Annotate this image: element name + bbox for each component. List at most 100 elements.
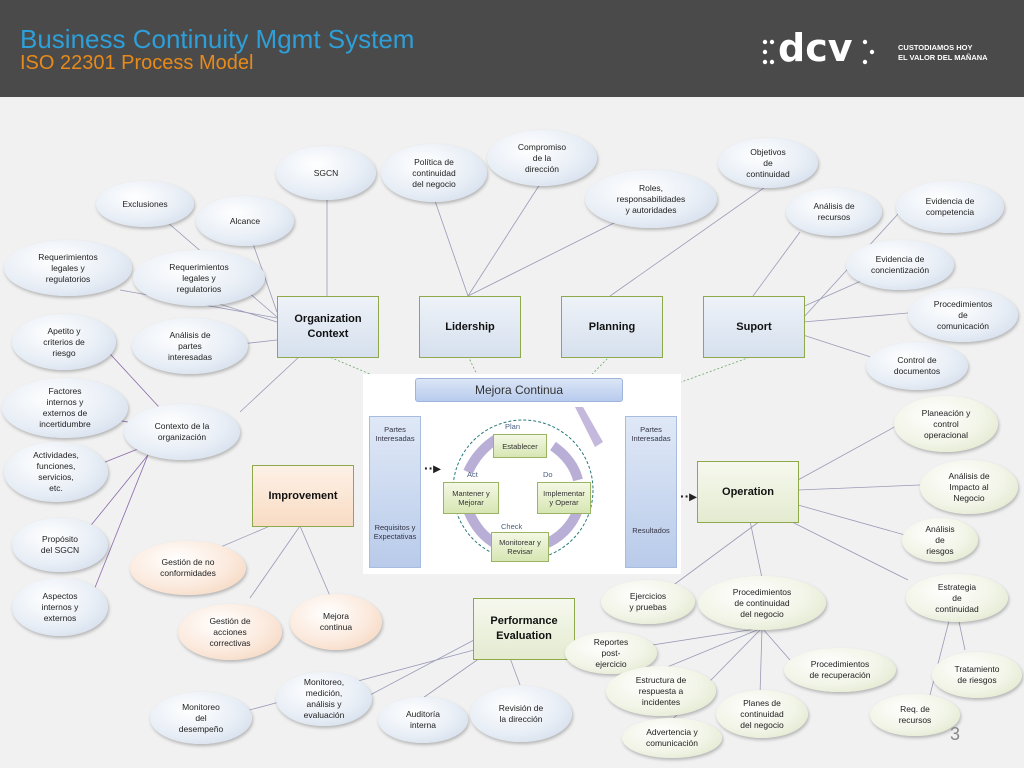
node-label: Exclusiones: [122, 198, 168, 209]
tagline-line-1: CUSTODIAMOS HOY: [898, 43, 973, 52]
act-label: Act: [467, 470, 478, 479]
header-bar: Business Continuity Mgmt System ISO 2230…: [0, 0, 1024, 97]
analisis-riesgos-node[interactable]: Análisis de riesgos: [902, 518, 978, 562]
node-label: Aspectos internos y externos: [41, 590, 79, 623]
alcance-node[interactable]: Alcance: [196, 196, 294, 246]
actividades-node[interactable]: Actividades, funciones, servicios, etc.: [4, 442, 108, 502]
node-label: Monitoreo del desempeño: [178, 701, 224, 734]
analisis-recursos-node[interactable]: Análisis de recursos: [786, 188, 882, 236]
suport-box[interactable]: Suport: [703, 296, 805, 358]
node-label: Planes de continuidad del negocio: [740, 697, 784, 730]
page-number: 3: [950, 724, 961, 744]
mejora-continua-node[interactable]: Mejora continua: [290, 594, 382, 650]
plan-label: Plan: [505, 422, 521, 431]
estructura-node[interactable]: Estructura de respuesta a incidentes: [606, 666, 716, 716]
apetito-node[interactable]: Apetito y criterios de riesgo: [12, 314, 116, 370]
dcv-logo-trailing-dots-icon: [862, 39, 875, 65]
node-label: Evidencia de competencia: [925, 196, 975, 217]
requerimientos-legales-1-node[interactable]: Requerimientos legales y regulatorios: [4, 240, 132, 296]
sgcn-node[interactable]: SGCN: [276, 146, 376, 200]
node-label: Análisis de Impacto al Negocio: [948, 470, 990, 503]
logo-tagline: CUSTODIAMOS HOY EL VALOR DEL MAÑANA: [898, 43, 988, 63]
proposito-node[interactable]: Propósito del SGCN: [12, 518, 108, 572]
node-label: Planeación y control operacional: [921, 407, 971, 440]
node-label: Auditoría interna: [405, 709, 441, 730]
evidencia-competencia-node[interactable]: Evidencia de competencia: [896, 181, 1004, 233]
control-documentos-node[interactable]: Control de documentos: [866, 342, 968, 390]
node-label: SGCN: [313, 167, 339, 178]
ejercicios-node[interactable]: Ejercicios y pruebas: [601, 580, 695, 624]
node-label: Reportes post- ejercicio: [593, 636, 629, 669]
dcv-logo: dcv: [778, 26, 853, 70]
req-recursos-node[interactable]: Req. de recursos: [870, 694, 960, 736]
roles-node[interactable]: Roles, responsabilidades y autoridades: [585, 170, 717, 228]
node-label: Apetito y criterios de riesgo: [43, 325, 85, 358]
node-label: Evidencia de concientización: [870, 254, 930, 275]
gestion-no-conformidades-node[interactable]: Gestión de no conformidades: [130, 541, 246, 595]
node-label: Gestión de no conformidades: [160, 557, 216, 578]
establecer-box: Establecer: [493, 434, 547, 458]
auditoria-node[interactable]: Auditoría interna: [378, 697, 468, 743]
node-label: Estrategia de continuidad: [935, 581, 979, 614]
tratamiento-node[interactable]: Tratamiento de riesgos: [932, 652, 1022, 698]
right-arrow-icon: ··▸: [680, 488, 697, 504]
planeacion-node[interactable]: Planeación y control operacional: [894, 396, 998, 452]
node-label: Req. de recursos: [898, 704, 932, 725]
right-panel-top-label: Partes Interesadas: [631, 425, 671, 443]
implementar-box: Implementar y Operar: [537, 482, 591, 514]
requerimientos-legales-2-node[interactable]: Requerimientos legales y regulatorios: [133, 250, 265, 306]
node-label: Roles, responsabilidades y autoridades: [616, 182, 686, 215]
node-label: Propósito del SGCN: [40, 534, 80, 555]
gestion-acciones-node[interactable]: Gestión de acciones correctivas: [178, 604, 282, 660]
operation-box[interactable]: Operation: [697, 461, 799, 523]
performance-evaluation-box[interactable]: Performance Evaluation: [473, 598, 575, 660]
partes-interesadas-right-panel: Partes Interesadas Resultados: [625, 416, 677, 568]
pdca-diagram: Mejora Continua Partes Interesadas Requi…: [363, 374, 681, 574]
node-label: Factores internos y externos de incertid…: [39, 386, 91, 429]
monitoreo-desempeno-node[interactable]: Monitoreo del desempeño: [150, 692, 252, 744]
mantener-box: Mantener y Mejorar: [443, 482, 499, 514]
aspectos-node[interactable]: Aspectos internos y externos: [12, 578, 108, 636]
lidership-box[interactable]: Lidership: [419, 296, 521, 358]
node-label: Ejercicios y pruebas: [629, 591, 667, 612]
factores-node[interactable]: Factores internos y externos de incertid…: [2, 378, 128, 438]
node-label: Análisis de partes interesadas: [168, 329, 212, 362]
politica-node[interactable]: Política de continuidad del negocio: [381, 144, 487, 202]
node-label: Requerimientos legales y regulatorios: [169, 261, 229, 294]
right-panel-bottom-label: Resultados: [632, 526, 670, 535]
organization-context-box[interactable]: Organization Context: [277, 296, 379, 358]
estrategia-node[interactable]: Estrategia de continuidad: [906, 574, 1008, 622]
left-arrow-icon: ··▸: [424, 460, 441, 476]
exclusiones-node[interactable]: Exclusiones: [96, 181, 194, 227]
procedimientos-recuperacion-node[interactable]: Procedimientos de recuperación: [784, 648, 896, 692]
planning-box[interactable]: Planning: [561, 296, 663, 358]
page-subtitle: ISO 22301 Process Model: [20, 52, 254, 74]
revision-node[interactable]: Revisión de la dirección: [470, 686, 572, 742]
contexto-node[interactable]: Contexto de la organización: [124, 404, 240, 460]
node-label: Mejora continua: [319, 611, 353, 632]
procedimientos-comunicacion-node[interactable]: Procedimientos de comunicación: [908, 288, 1018, 342]
node-label: Análisis de recursos: [813, 201, 855, 222]
node-label: Control de documentos: [893, 355, 941, 376]
node-label: Gestión de acciones correctivas: [209, 615, 251, 648]
node-label: Procedimientos de continuidad del negoci…: [732, 586, 792, 619]
node-label: Objetivos de continuidad: [746, 146, 790, 179]
planes-node[interactable]: Planes de continuidad del negocio: [716, 690, 808, 738]
node-label: Revisión de la dirección: [498, 703, 544, 724]
evidencia-concientizacion-node[interactable]: Evidencia de concientización: [846, 240, 954, 290]
page-title: Business Continuity Mgmt System: [20, 24, 415, 54]
analisis-partes-node[interactable]: Análisis de partes interesadas: [132, 318, 248, 374]
node-label: Análisis de riesgos: [925, 523, 955, 556]
left-panel-top-label: Partes Interesadas: [375, 425, 415, 443]
node-label: Contexto de la organización: [154, 421, 210, 442]
node-label: Monitoreo, medición, análisis y evaluaci…: [303, 677, 345, 720]
objetivos-node[interactable]: Objetivos de continuidad: [718, 138, 818, 188]
improvement-box[interactable]: Improvement: [252, 465, 354, 527]
analisis-impacto-node[interactable]: Análisis de Impacto al Negocio: [920, 460, 1018, 514]
partes-interesadas-left-panel: Partes Interesadas Requisitos y Expectat…: [369, 416, 421, 568]
left-panel-bottom-label: Requisitos y Expectativas: [373, 523, 417, 541]
advertencia-node[interactable]: Advertencia y comunicación: [622, 718, 722, 758]
monitoreo-medicion-node[interactable]: Monitoreo, medición, análisis y evaluaci…: [276, 672, 372, 726]
procedimientos-continuidad-node[interactable]: Procedimientos de continuidad del negoci…: [698, 576, 826, 630]
compromiso-node[interactable]: Compromiso de la dirección: [487, 130, 597, 186]
